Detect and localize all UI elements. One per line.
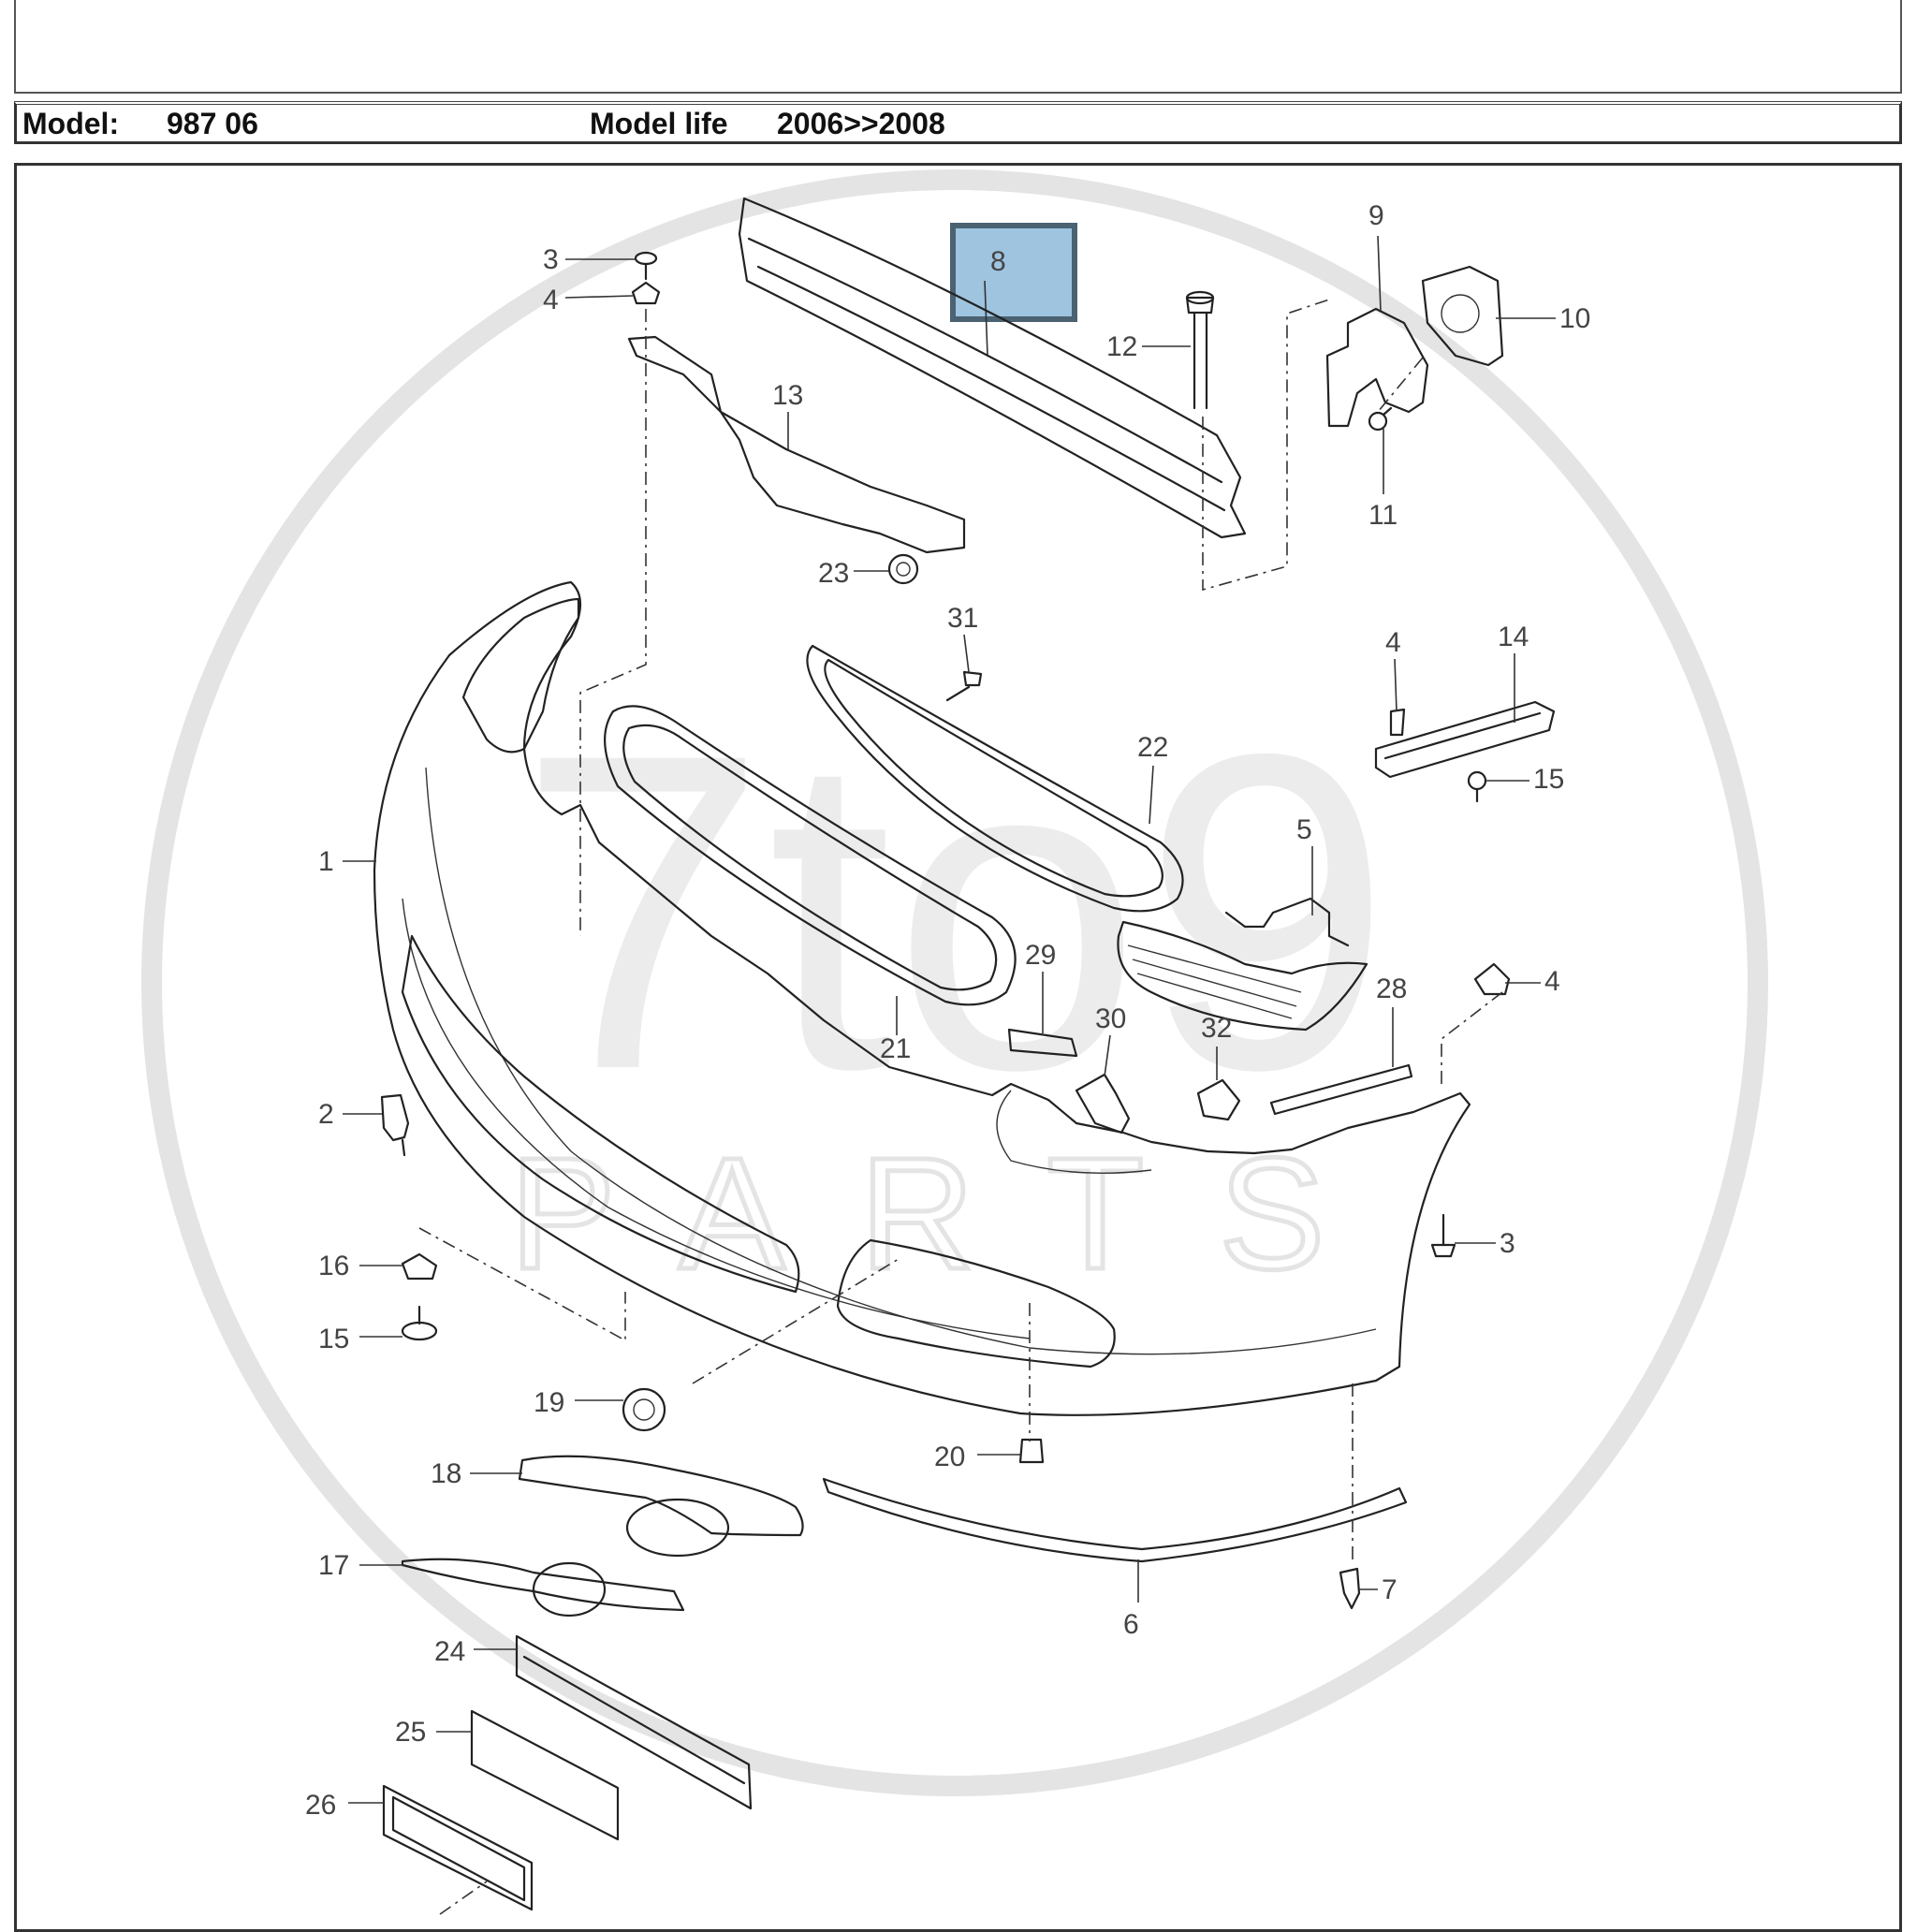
part-17-fog-ring [532, 1561, 607, 1617]
callout-14[interactable]: 14 [1498, 622, 1529, 652]
part-1-contour-a [425, 767, 1377, 1355]
part-25-plate[interactable] [470, 1709, 620, 1841]
part-1-left-flank[interactable] [461, 597, 580, 754]
callout-6[interactable]: 6 [1123, 1609, 1139, 1640]
part-19-cap[interactable] [622, 1387, 666, 1432]
part-3-clip-top[interactable] [634, 251, 658, 281]
part-7-clip[interactable] [1339, 1567, 1361, 1610]
callout-16[interactable]: 16 [318, 1251, 349, 1281]
callout-7[interactable]: 7 [1382, 1574, 1398, 1605]
part-28-strip[interactable] [1269, 1063, 1413, 1116]
watermark-subtitle: PARTS [509, 1125, 1399, 1303]
part-10-hole [1441, 294, 1480, 333]
part-4-nut-top[interactable] [631, 281, 661, 305]
part-14-guide[interactable] [1374, 700, 1556, 779]
part-22-grille-frame[interactable] [806, 644, 1184, 913]
callout-11[interactable]: 11 [1368, 500, 1398, 531]
header-box [14, 0, 1902, 94]
watermark: 7to9 PARTS [141, 169, 1768, 1796]
part-29-bracket[interactable] [1007, 1028, 1078, 1058]
callout-30[interactable]: 30 [1095, 1003, 1126, 1034]
callout-2[interactable]: 2 [318, 1099, 334, 1130]
part-5-center-grille[interactable] [1117, 897, 1368, 1032]
part-4-clip-left-14[interactable] [1389, 708, 1406, 737]
callout-10[interactable]: 10 [1559, 303, 1590, 334]
callout-5[interactable]: 5 [1296, 814, 1312, 845]
callout-28[interactable]: 28 [1376, 973, 1407, 1004]
watermark-ring [141, 169, 1768, 1796]
part-9-deformation-element[interactable] [1325, 307, 1429, 428]
part-15-screw-lower[interactable] [401, 1305, 438, 1341]
part-17-grille[interactable] [401, 1558, 685, 1612]
part-8-beam[interactable] [738, 197, 1247, 539]
part-15-screw-upper[interactable] [1467, 770, 1487, 803]
part-31-screw[interactable] [945, 670, 983, 702]
part-32-cap[interactable] [1196, 1078, 1241, 1121]
callout-13[interactable]: 13 [772, 380, 803, 411]
model-value: 987 06 [167, 107, 258, 140]
part-1-contour-c [996, 1090, 1152, 1175]
callout-32[interactable]: 32 [1201, 1013, 1232, 1044]
part-1-plate-recess[interactable] [836, 1238, 1116, 1368]
callout-21[interactable]: 21 [880, 1033, 911, 1064]
callout-1[interactable]: 1 [318, 846, 334, 877]
leader-8 [984, 280, 988, 357]
callout-17[interactable]: 17 [318, 1550, 349, 1581]
model-label: Model: [22, 107, 120, 140]
callout-23[interactable]: 23 [818, 558, 849, 589]
callout-4b[interactable]: 4 [1385, 627, 1401, 658]
part-3-screw-right[interactable] [1430, 1213, 1456, 1258]
part-16-nut[interactable] [401, 1252, 438, 1281]
part-2-clip[interactable] [380, 1093, 410, 1157]
callout-20[interactable]: 20 [934, 1442, 965, 1472]
model-life-label: Model life [590, 107, 728, 140]
part-1-left-intake[interactable] [401, 934, 800, 1294]
part-12-bolt[interactable] [1185, 290, 1215, 410]
callout-19[interactable]: 19 [534, 1387, 564, 1418]
part-1-contour-b [402, 898, 1031, 1339]
part-5-slats [1127, 944, 1302, 1019]
part-4-clip-right[interactable] [1473, 962, 1511, 996]
callout-22[interactable]: 22 [1137, 732, 1168, 763]
part-20-clip[interactable] [1018, 1438, 1045, 1464]
part-24-plate[interactable] [515, 1634, 753, 1810]
callout-15-upper[interactable]: 15 [1533, 764, 1564, 795]
callout-12[interactable]: 12 [1106, 331, 1137, 362]
model-bar: Model: 987 06 Model life 2006>>2008 [14, 101, 1902, 144]
callout-3[interactable]: 3 [543, 244, 559, 275]
part-13-bracket[interactable] [627, 335, 966, 554]
callout-3b[interactable]: 3 [1500, 1228, 1515, 1259]
highlight-box[interactable] [950, 223, 1077, 322]
callout-4c[interactable]: 4 [1544, 966, 1560, 997]
callout-31[interactable]: 31 [947, 603, 978, 634]
part-1-bumper-cover[interactable] [373, 580, 1471, 1416]
model-life-value: 2006>>2008 [777, 107, 945, 140]
callouts: 3 4 13 9 10 12 11 23 31 4 14 15 22 5 1 2… [305, 200, 1590, 1821]
callout-18[interactable]: 18 [431, 1458, 461, 1489]
part-21-grille-frame[interactable] [604, 705, 1017, 1006]
callout-24[interactable]: 24 [434, 1636, 465, 1667]
part-11-screw[interactable] [1368, 406, 1393, 432]
callout-8[interactable]: 8 [990, 246, 1006, 277]
callout-15-lower[interactable]: 15 [318, 1324, 349, 1354]
part-23-nut[interactable] [887, 553, 919, 585]
callout-25[interactable]: 25 [395, 1717, 426, 1748]
callout-26[interactable]: 26 [305, 1790, 336, 1821]
part-18-fog-ring [625, 1498, 730, 1558]
callout-9[interactable]: 9 [1368, 200, 1384, 231]
callout-4[interactable]: 4 [543, 285, 559, 315]
part-6-lip-strip[interactable] [822, 1477, 1408, 1563]
watermark-logo: 7to9 [518, 660, 1392, 1163]
part-10-plate[interactable] [1421, 265, 1504, 367]
assembly-lines [418, 299, 1503, 1915]
part-26-plate[interactable] [382, 1784, 534, 1911]
part-18-grille[interactable] [518, 1455, 804, 1537]
callout-29[interactable]: 29 [1025, 940, 1056, 971]
